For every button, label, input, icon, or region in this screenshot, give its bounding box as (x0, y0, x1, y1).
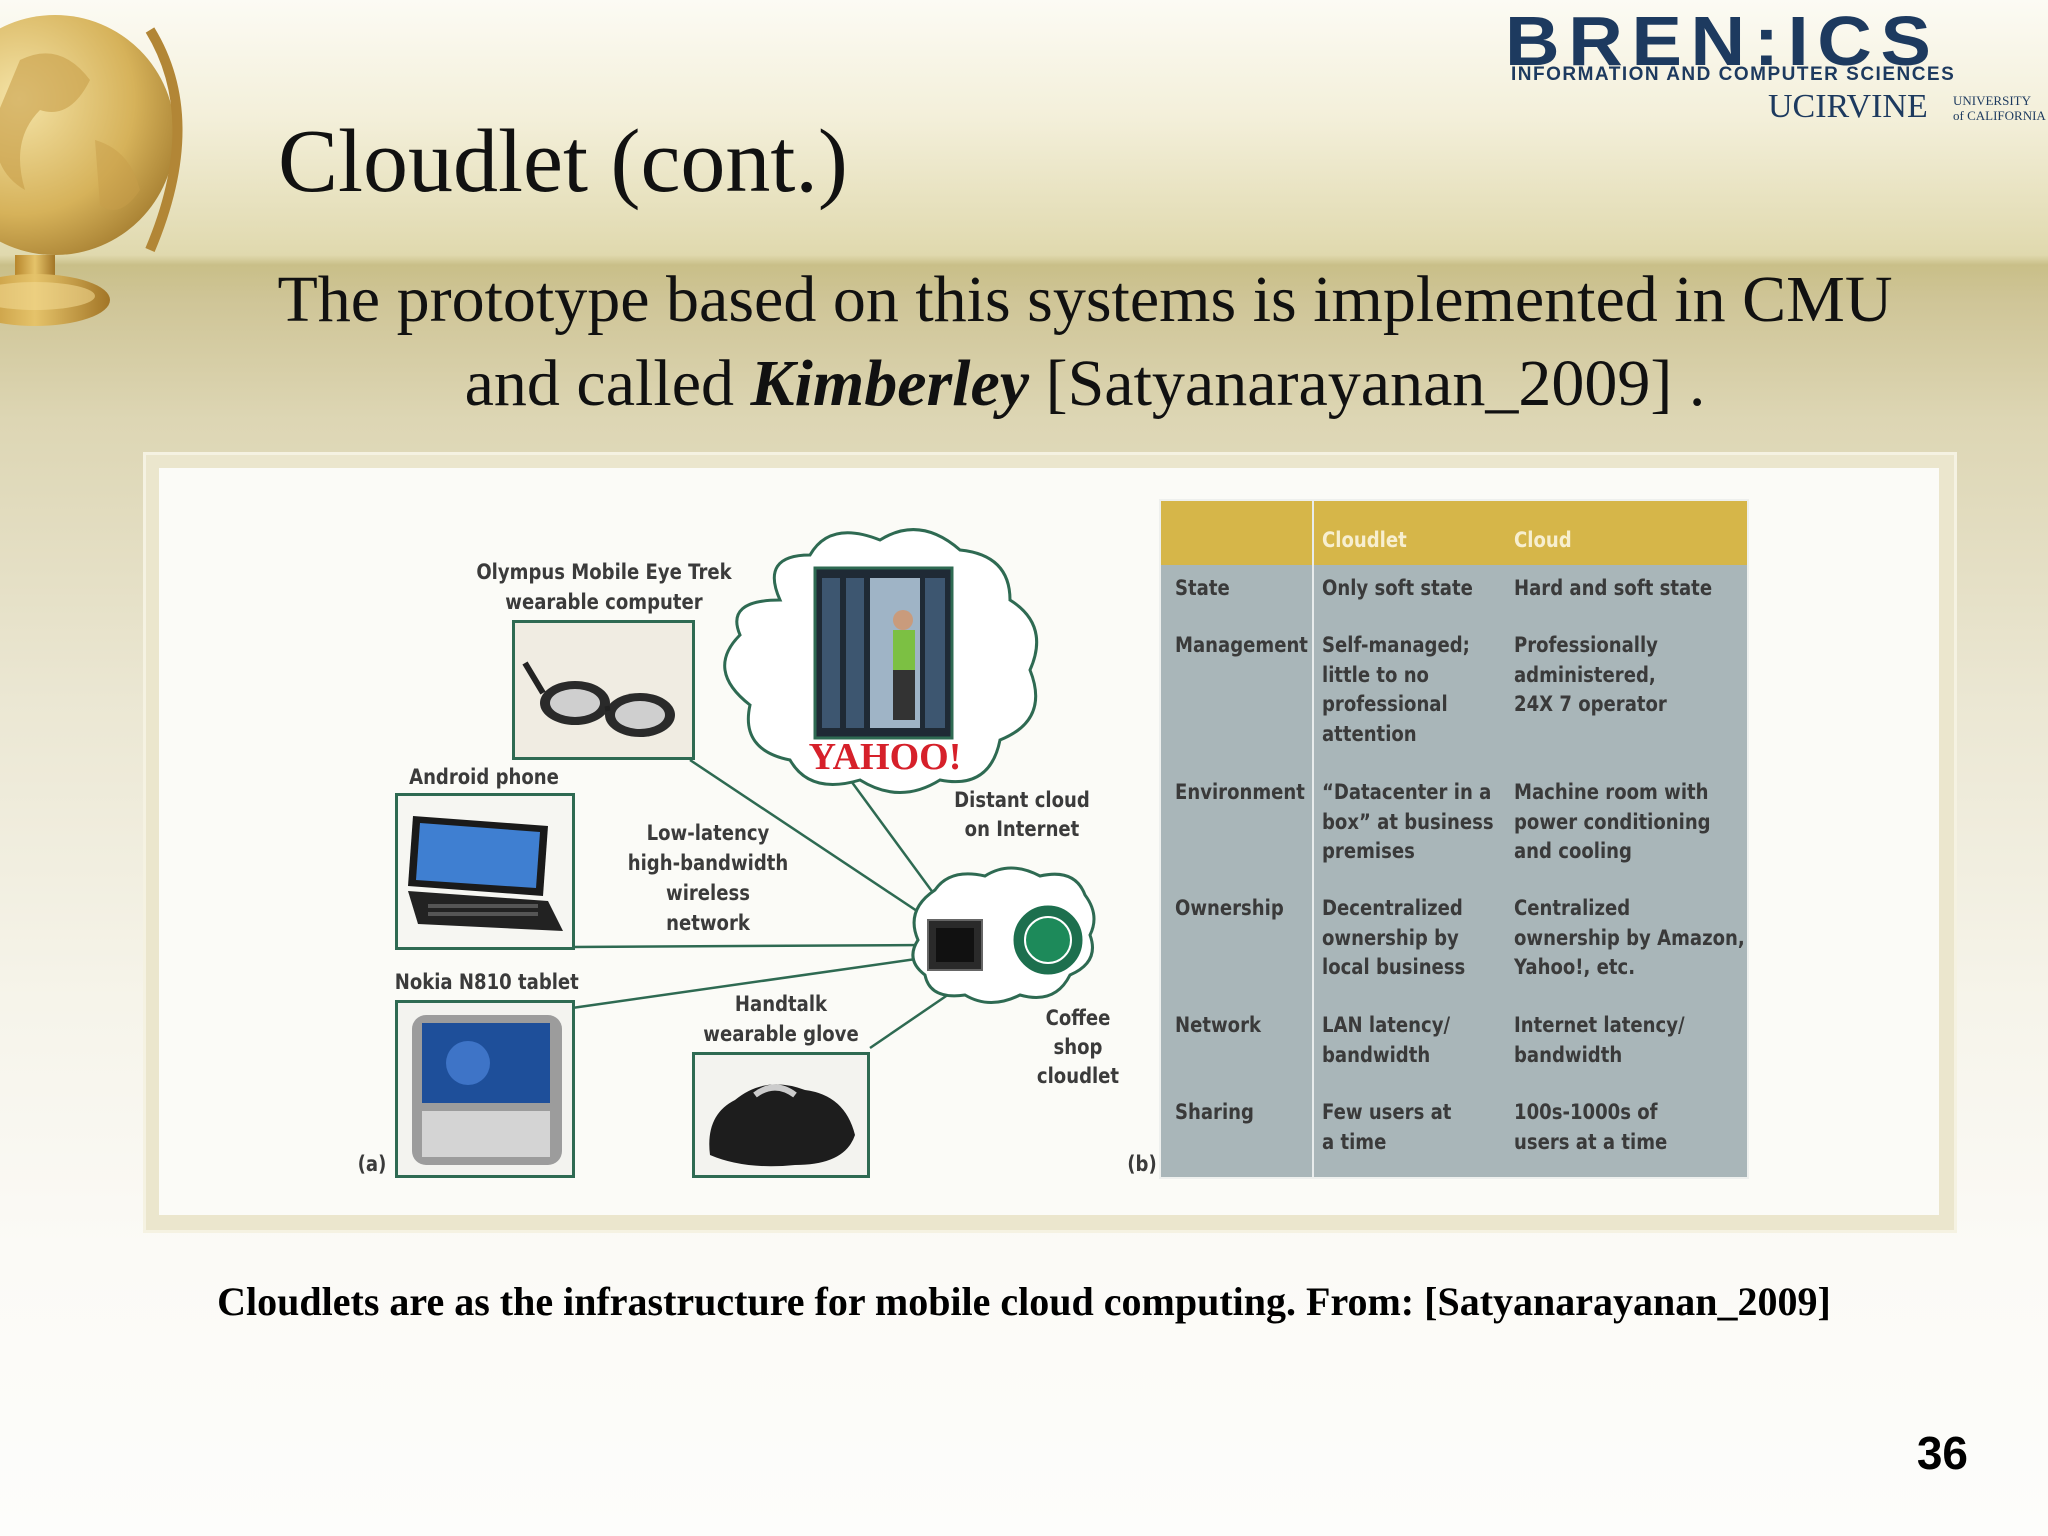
slide-title: Cloudlet (cont.) (278, 112, 848, 211)
coffee-label-line2: shop (1053, 1035, 1103, 1059)
table-cell-cloud: users at a time (1514, 1129, 1668, 1154)
table-cell-cloud: Internet latency/ (1514, 1013, 1685, 1037)
table-header-cloudlet: Cloudlet (1322, 528, 1407, 552)
distant-cloud-label-line1: Distant cloud (954, 788, 1090, 812)
logo-uci: UCIRVINE (1768, 88, 1928, 125)
handtalk-label-line2: wearable glove (703, 1022, 859, 1046)
table-row-label: Management (1175, 633, 1308, 657)
nokia-label: Nokia N810 tablet (394, 970, 579, 994)
page-number: 36 (1916, 1427, 1968, 1479)
table-cell-cloudlet: little to no (1322, 662, 1429, 687)
logo-wordmark: BREN:ICS (1505, 2, 1940, 80)
table-row-label: Network (1175, 1013, 1262, 1037)
figure-caption: Cloudlets are as the infrastructure for … (217, 1279, 1831, 1324)
globe-image (0, 15, 183, 326)
table-cell-cloud: 100s-1000s of (1514, 1100, 1658, 1124)
panel-b-label: (b) (1127, 1152, 1157, 1176)
network-label-line2: high-bandwidth (627, 851, 789, 875)
panel-a-label: (a) (357, 1152, 387, 1176)
table-cell-cloud: Centralized (1514, 896, 1631, 920)
table-cell-cloud: Professionally (1514, 633, 1658, 657)
table-cell-cloud: administered, (1514, 662, 1656, 687)
table-row-label: Environment (1175, 780, 1305, 804)
glove-photo (692, 1052, 870, 1178)
table-cell-cloudlet: ownership by (1322, 925, 1459, 950)
olympus-label-line2: wearable computer (505, 590, 703, 614)
table-cell-cloudlet: LAN latency/ (1322, 1013, 1451, 1037)
table-header-cloud: Cloud (1514, 528, 1572, 552)
table-cell-cloudlet: attention (1322, 721, 1417, 746)
table-cell-cloudlet: a time (1322, 1129, 1387, 1154)
table-cell-cloudlet: bandwidth (1322, 1042, 1431, 1067)
yahoo-logo: YAHOO! (808, 736, 962, 778)
glove-icon (709, 1084, 855, 1167)
table-cell-cloud: and cooling (1514, 839, 1632, 863)
table-cell-cloudlet: “Datacenter in a (1322, 780, 1492, 804)
table-cell-cloudlet: premises (1322, 839, 1415, 863)
android-phone-photo (395, 793, 575, 950)
network-label-line3: wireless (666, 881, 750, 905)
coffee-label-line3: cloudlet (1036, 1064, 1120, 1088)
comparison-table: Cloudlet Cloud State Only soft state Hard … (1161, 501, 1747, 1177)
table-cell-cloudlet: box” at business (1322, 809, 1494, 834)
table-cell-cloudlet: Self-managed; (1322, 633, 1470, 657)
tablet-icon (412, 1015, 562, 1165)
logo-school-name: INFORMATION AND COMPUTER SCIENCES (1511, 64, 1956, 85)
table-column-divider (1312, 501, 1314, 1177)
distant-cloud-label-line2: on Internet (964, 817, 1080, 841)
network-label-line4: network (666, 911, 750, 935)
table-row-label: Sharing (1175, 1100, 1254, 1124)
coffee-label-line1: Coffee (1045, 1006, 1111, 1030)
slide-subtitle: The prototype based on this systems is i… (260, 258, 1910, 426)
subtitle-emphasis: Kimberley (750, 347, 1030, 420)
table-cell-cloudlet: Decentralized (1322, 896, 1463, 920)
table-cell-cloud: Yahoo!, etc. (1514, 955, 1636, 979)
table-cell-cloudlet: local business (1322, 955, 1466, 979)
handtalk-label-line1: Handtalk (734, 992, 828, 1016)
subtitle-part2: [Satyanarayanan_2009] . (1029, 347, 1706, 420)
subtitle-part1: The prototype based on this systems is i… (277, 263, 1893, 420)
table-cell-cloud: power conditioning (1514, 809, 1711, 834)
table-cell-cloud: 24X 7 operator (1514, 692, 1667, 716)
logo-uc: UNIVERSITY of CALIFORNIA (1953, 93, 2046, 124)
table-row-label: Ownership (1175, 896, 1284, 920)
table-cell-cloud: Machine room with (1514, 780, 1709, 804)
android-label: Android phone (409, 765, 559, 789)
table-cell-cloudlet: Only soft state (1322, 576, 1473, 600)
glasses-icon (522, 661, 675, 737)
table-cell-cloudlet: professional (1322, 692, 1448, 716)
olympus-label-line1: Olympus Mobile Eye Trek (476, 560, 732, 584)
logo-uc-line1: UNIVERSITY (1953, 93, 2031, 108)
table-cell-cloud: bandwidth (1514, 1042, 1623, 1067)
table-row-label: State (1175, 576, 1230, 600)
table-cell-cloud: Hard and soft state (1514, 576, 1713, 600)
table-cell-cloudlet: Few users at (1322, 1100, 1452, 1124)
phone-icon (408, 816, 563, 931)
nokia-tablet-photo (395, 1000, 575, 1178)
bren-ics-logo: BREN:ICS INFORMATION AND COMPUTER SCIENC… (1505, 6, 2048, 131)
table-cell-cloud: ownership by Amazon, (1514, 925, 1745, 950)
network-label-line1: Low-latency (646, 821, 770, 845)
table-header-row (1161, 501, 1747, 565)
glasses-photo (512, 620, 695, 760)
logo-uc-line2: of CALIFORNIA (1953, 107, 2046, 123)
